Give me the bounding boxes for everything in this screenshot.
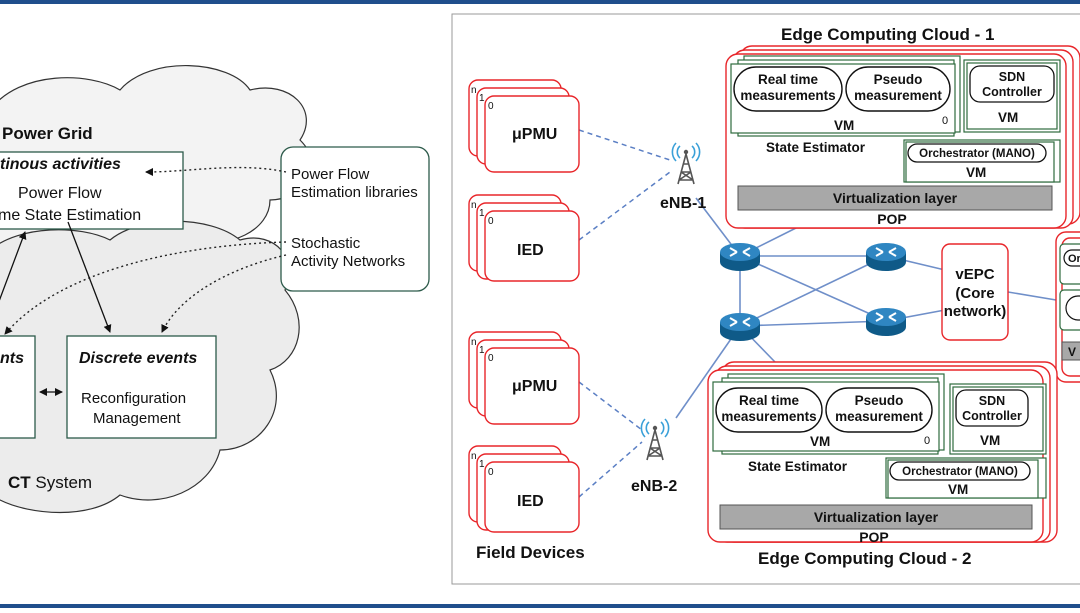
svg-text:Virtualization layer: Virtualization layer	[814, 509, 939, 525]
top-frame-bar	[0, 0, 1080, 4]
libraries-box	[280, 146, 430, 292]
svg-text:VM: VM	[810, 434, 830, 449]
clipped-edge-cloud: Or V	[1055, 231, 1080, 383]
svg-text:SDN: SDN	[979, 394, 1005, 408]
field-device-stack-3: n 1 0 μPMU	[468, 331, 580, 425]
router-icon	[865, 242, 907, 272]
vepc-line3: network)	[944, 303, 1007, 320]
discrete-line-reconfiguration: Reconfiguration	[81, 390, 186, 407]
svg-text:measurement: measurement	[854, 88, 942, 103]
svg-text:1: 1	[479, 345, 485, 356]
continuous-line-power-flow: Power Flow	[18, 185, 102, 202]
cloud2-title: Edge Computing Cloud - 2	[758, 549, 971, 568]
svg-text:1: 1	[479, 93, 485, 104]
cloud1-title: Edge Computing Cloud - 1	[781, 25, 994, 44]
virtualization-layer	[719, 504, 1033, 530]
svg-text:0: 0	[488, 101, 494, 112]
router-icon	[865, 307, 907, 337]
svg-text:n: n	[471, 200, 477, 211]
virtualization-layer	[737, 185, 1053, 211]
arrow-down-right	[67, 221, 112, 333]
vepc-line1: vEPC	[955, 266, 994, 283]
svg-text:n: n	[471, 451, 477, 462]
discrete-line-management: Management	[93, 410, 181, 427]
svg-text:Or: Or	[1068, 253, 1080, 265]
svg-text:0: 0	[924, 435, 930, 447]
field-device-label: IED	[517, 493, 544, 510]
router-icon	[719, 312, 761, 342]
dotted-arrow-to-continuous	[145, 166, 287, 176]
continuous-activities-box	[0, 151, 184, 230]
svg-text:Real time: Real time	[758, 72, 819, 87]
field-device-label: IED	[517, 242, 544, 259]
svg-text:Orchestrator (MANO): Orchestrator (MANO)	[919, 148, 1035, 160]
field-device-label: μPMU	[512, 126, 557, 143]
svg-text:measurements: measurements	[740, 88, 835, 103]
svg-text:VM: VM	[980, 433, 1000, 448]
svg-text:Controller: Controller	[982, 85, 1042, 99]
svg-text:0: 0	[942, 115, 948, 127]
discrete-events-title: Discrete events	[79, 350, 197, 367]
svg-text:n: n	[471, 85, 477, 96]
svg-text:State Estimator: State Estimator	[766, 140, 866, 155]
svg-text:measurements: measurements	[721, 409, 816, 424]
field-device-stack-2: n 1 0 IED	[468, 194, 580, 282]
edge-cloud-1: Edge Computing Cloud - 1 Real time measu…	[725, 25, 1080, 229]
svg-text:Controller: Controller	[962, 409, 1022, 423]
svg-text:1: 1	[479, 459, 485, 470]
enb2-label: eNB-2	[631, 478, 677, 495]
ict-system-title: CT System	[8, 473, 92, 492]
arrow-up-left	[0, 231, 27, 301]
library-estimation: Estimation libraries	[291, 184, 418, 201]
dotted-arrow-to-left-events	[4, 241, 287, 335]
field-device-stack-1: n 1 0 μPMU	[468, 79, 580, 173]
svg-text:VM: VM	[998, 110, 1018, 125]
continuous-line-state-estimation: me State Estimation	[0, 207, 141, 224]
library-stochastic: Stochastic	[291, 235, 361, 252]
left-events-title: nts	[0, 350, 24, 367]
library-activity-networks: Activity Networks	[291, 253, 405, 270]
svg-text:0: 0	[488, 216, 494, 227]
vepc-line2: (Core	[955, 285, 994, 302]
field-device-stack-4: n 1 0 IED	[468, 445, 580, 533]
svg-text:0: 0	[488, 353, 494, 364]
router-icon	[719, 242, 761, 272]
svg-text:SDN: SDN	[999, 70, 1025, 84]
svg-text:0: 0	[488, 467, 494, 478]
continuous-activities-title: tinous activities	[0, 156, 121, 173]
svg-text:Orchestrator (MANO): Orchestrator (MANO)	[902, 466, 1018, 478]
enb1-label: eNB-1	[660, 195, 706, 212]
svg-text:POP: POP	[859, 529, 889, 545]
svg-text:VM: VM	[948, 482, 968, 497]
edge-cloud-2: Real time measurements Pseudo measuremen…	[707, 361, 1058, 568]
left-events-box	[0, 335, 36, 439]
svg-text:Pseudo: Pseudo	[855, 393, 904, 408]
library-power-flow: Power Flow	[291, 166, 370, 183]
dashed-device-links	[578, 129, 671, 498]
right-panel: n 1 0 μPMU n 1 0 IED n 1 0 μPMU n	[451, 13, 1080, 585]
dotted-arrow-to-discrete	[161, 254, 287, 333]
field-devices-label: Field Devices	[476, 543, 585, 562]
svg-text:Real time: Real time	[739, 393, 800, 408]
svg-text:Pseudo: Pseudo	[874, 72, 923, 87]
power-grid-title: Power Grid	[2, 124, 93, 143]
vepc-box	[941, 243, 1009, 341]
svg-text:1: 1	[479, 208, 485, 219]
svg-text:measurement: measurement	[835, 409, 923, 424]
svg-text:Virtualization layer: Virtualization layer	[833, 190, 958, 206]
svg-text:POP: POP	[877, 211, 907, 227]
svg-text:V: V	[1068, 345, 1076, 359]
discrete-events-box	[66, 335, 217, 439]
bottom-frame-bar	[0, 604, 1080, 608]
svg-text:VM: VM	[966, 165, 986, 180]
field-device-label: μPMU	[512, 378, 557, 395]
left-panel: Power Grid tinous activities Power Flow …	[0, 65, 430, 514]
svg-text:VM: VM	[834, 118, 854, 133]
svg-text:n: n	[471, 337, 477, 348]
svg-text:State Estimator: State Estimator	[748, 459, 848, 474]
